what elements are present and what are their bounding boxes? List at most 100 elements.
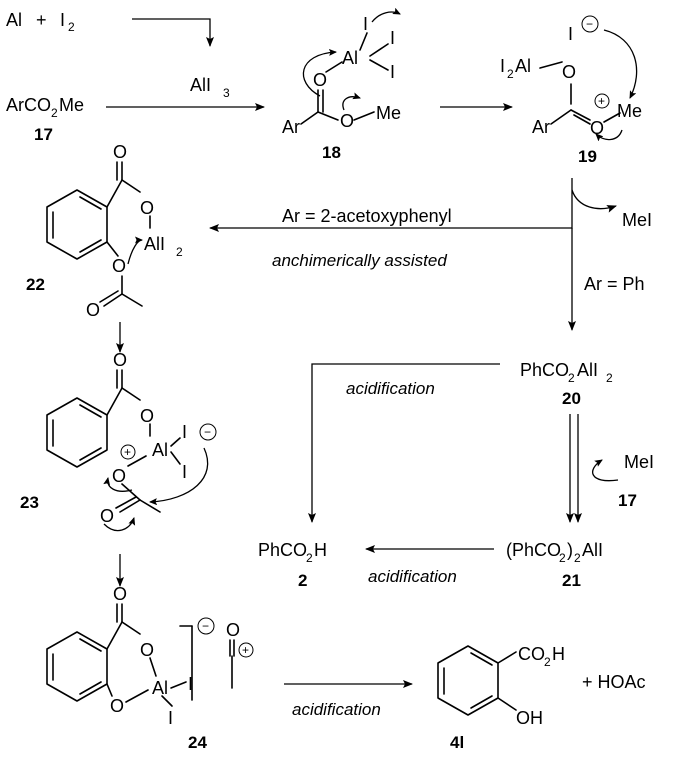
svg-text:2: 2 [574,551,581,565]
mei-byproduct: MeI [622,210,652,230]
condition-acidification-3: acidification [292,700,381,719]
compound-22: O O AlI 2 O O 22 [26,142,183,320]
svg-text:Me: Me [617,101,642,121]
arrow-mei-incoming [592,459,619,482]
svg-text:I: I [188,674,193,694]
svg-text:19: 19 [578,147,597,166]
svg-text:Ar: Ar [282,117,300,137]
svg-text:CO: CO [518,644,545,664]
svg-text:O: O [140,640,154,660]
svg-text:4l: 4l [450,733,464,752]
svg-text:O: O [140,406,154,426]
svg-text:2: 2 [544,655,551,669]
compound-2: PhCO 2 H 2 [258,540,327,590]
svg-text:22: 22 [26,275,45,294]
svg-text:AlI: AlI [577,360,598,380]
svg-text:O: O [113,142,127,162]
condition-anchimeric: anchimerically assisted [272,251,447,270]
svg-text:I: I [390,62,395,82]
svg-text:O: O [100,506,114,526]
svg-text:PhCO: PhCO [520,360,569,380]
svg-text:I: I [568,24,573,44]
svg-text:O: O [112,466,126,486]
svg-text:I: I [390,28,395,48]
svg-text:2: 2 [306,551,313,565]
svg-text:+: + [36,10,47,30]
svg-text:2: 2 [568,371,575,385]
compound-21: (PhCO 2 ) 2 AlI 21 [506,540,603,590]
svg-text:O: O [113,584,127,604]
svg-text:−: − [202,619,209,633]
compound-17: ArCO 2 Me 17 [6,95,84,144]
arrow-20-to-2 [308,363,500,523]
svg-text:24: 24 [188,733,207,752]
svg-text:+: + [124,445,131,459]
svg-text:−: − [586,17,593,31]
svg-text:3: 3 [223,86,230,100]
svg-text:+: + [598,94,605,108]
svg-text:O: O [313,70,327,90]
svg-text:2: 2 [606,371,613,385]
svg-text:I: I [168,708,173,728]
svg-text:O: O [562,62,576,82]
svg-text:2: 2 [51,106,58,120]
svg-text:O: O [140,198,154,218]
svg-text:O: O [110,696,124,716]
svg-text:17: 17 [34,125,53,144]
arrow-mei-loss [571,189,617,213]
svg-text:I: I [60,10,65,30]
svg-text:OH: OH [516,708,543,728]
svg-text:O: O [113,350,127,370]
svg-text:PhCO: PhCO [258,540,307,560]
svg-text:): ) [567,540,573,560]
compound-4l: CO 2 H OH 4l [437,644,565,752]
svg-text:I: I [500,56,505,76]
condition-ar-acetoxyphenyl: Ar = 2-acetoxyphenyl [282,206,452,226]
svg-text:2: 2 [298,571,307,590]
svg-text:I: I [182,462,187,482]
hoac-byproduct: + HOAc [582,672,646,692]
compound-24: O O Al I I O − O + 24 [46,584,254,752]
svg-text:Al: Al [515,56,531,76]
svg-text:O: O [112,256,126,276]
svg-text:2: 2 [68,20,75,34]
svg-text:AlI: AlI [190,75,211,95]
compound-20: PhCO 2 AlI 2 20 [520,360,613,408]
svg-text:Ar: Ar [532,117,550,137]
arrow-aluminium-iodide-formation [132,18,214,47]
svg-text:2: 2 [507,67,514,81]
svg-text:−: − [204,425,211,439]
svg-text:Al: Al [152,440,168,460]
svg-text:Al: Al [6,10,22,30]
svg-text:23: 23 [20,493,39,512]
svg-text:Al: Al [342,48,358,68]
svg-text:H: H [314,540,327,560]
svg-text:O: O [340,111,354,131]
reagent-17: 17 [618,491,637,510]
svg-text:+: + [242,643,249,657]
svg-text:2: 2 [176,245,183,259]
svg-text:2: 2 [559,551,566,565]
reagent-alI3: AlI 3 [190,75,230,100]
condition-acidification-2: acidification [368,567,457,586]
svg-text:18: 18 [322,143,341,162]
svg-text:H: H [552,644,565,664]
svg-text:(PhCO: (PhCO [506,540,561,560]
svg-text:Al: Al [152,678,168,698]
svg-text:O: O [86,300,100,320]
condition-ar-ph: Ar = Ph [584,274,645,294]
condition-acidification-1: acidification [346,379,435,398]
svg-text:AlI: AlI [582,540,603,560]
mei-reagent: MeI [624,452,654,472]
svg-text:Me: Me [59,95,84,115]
compound-18: Ar O O Me Al I I I 18 [282,7,401,162]
svg-text:I: I [363,14,368,34]
svg-text:I: I [182,422,187,442]
compound-23: O O Al I I O + O − 23 [20,350,217,532]
compound-19: I 2 Al O Ar O Me + I − 19 [500,15,642,166]
svg-text:21: 21 [562,571,581,590]
svg-text:Me: Me [376,103,401,123]
al-plus-iodine: Al + I 2 [6,10,75,34]
svg-text:AlI: AlI [144,234,165,254]
